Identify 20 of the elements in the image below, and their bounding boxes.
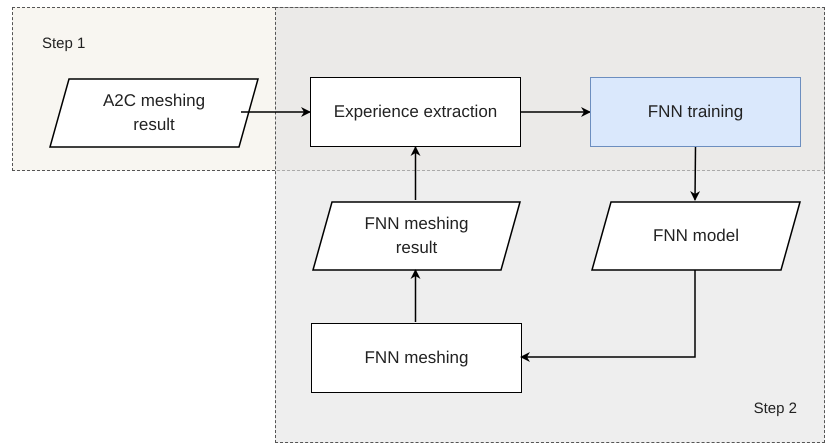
- node-label: FNN meshing: [364, 347, 468, 370]
- process-box: [590, 77, 801, 147]
- node-label: FNN training: [648, 101, 744, 124]
- data-parallelogram: [591, 201, 801, 271]
- process-box: [311, 323, 522, 393]
- node-label: Experience extraction: [334, 101, 498, 124]
- arrow: [690, 147, 700, 201]
- node-label: Step 1: [42, 34, 86, 54]
- data-parallelogram: [312, 201, 521, 271]
- arrow: [520, 270, 696, 362]
- node-label: Step 2: [754, 398, 797, 418]
- arrow: [410, 269, 420, 322]
- node-label: A2C meshing result: [102, 90, 206, 136]
- data-parallelogram: [49, 78, 259, 148]
- process-box: [310, 77, 521, 147]
- node-label: FNN meshing result: [364, 213, 470, 259]
- arrow: [521, 107, 591, 117]
- arrow: [241, 107, 311, 117]
- node-label: FNN model: [652, 225, 740, 247]
- arrow: [410, 146, 420, 200]
